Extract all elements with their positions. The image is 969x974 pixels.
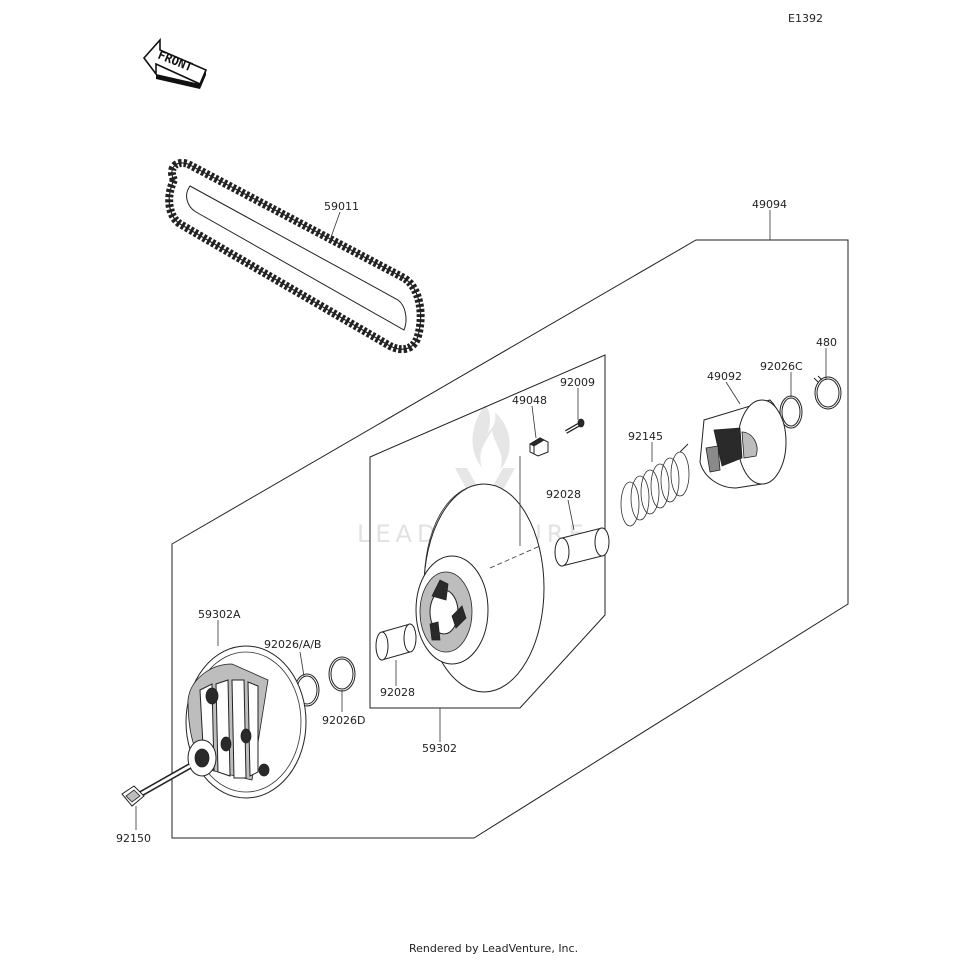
assembly-frame-59302 (369, 354, 606, 709)
driven-sheave-59302 (415, 483, 545, 693)
spring-92145 (620, 443, 690, 527)
screw-92009 (565, 418, 585, 434)
weight-49048 (529, 437, 549, 457)
part-label-49094[interactable]: 49094 (752, 198, 787, 211)
part-label-49092[interactable]: 49092 (707, 370, 742, 383)
part-label-59011[interactable]: 59011 (324, 200, 359, 213)
bolt-92150 (121, 763, 192, 807)
credit-text: Rendered by LeadVenture, Inc. (409, 942, 578, 955)
part-label-480[interactable]: 480 (816, 336, 837, 349)
part-label-92150[interactable]: 92150 (116, 832, 151, 845)
drive-belt-59011 (165, 159, 425, 354)
fixed-sheave-59302a (185, 645, 307, 799)
assembly-frame-49094 (171, 239, 849, 839)
part-label-92026c[interactable]: 92026C (760, 360, 803, 373)
part-label-92026d[interactable]: 92026D (322, 714, 365, 727)
bushing-92028-lower (375, 623, 417, 661)
cam-49092 (699, 399, 787, 489)
part-label-92009[interactable]: 92009 (560, 376, 595, 389)
diagram-code: E1392 (788, 12, 823, 25)
front-arrow-icon: FRONT (142, 37, 208, 89)
part-label-92028-lower[interactable]: 92028 (380, 686, 415, 699)
part-label-92145[interactable]: 92145 (628, 430, 663, 443)
part-label-59302[interactable]: 59302 (422, 742, 457, 755)
part-label-59302a[interactable]: 59302A (198, 608, 241, 621)
bushing-92028-upper (554, 527, 610, 567)
part-label-49048[interactable]: 49048 (512, 394, 547, 407)
leader-lines (135, 210, 827, 830)
part-label-92028-upper[interactable]: 92028 (546, 488, 581, 501)
part-labels: 59011 49094 480 92026C 49092 92145 92009… (116, 198, 837, 845)
shim-92026c (779, 395, 803, 429)
retaining-ring-480 (813, 375, 842, 410)
shim-92026d (328, 656, 356, 692)
part-label-92026ab[interactable]: 92026/A/B (264, 638, 321, 651)
